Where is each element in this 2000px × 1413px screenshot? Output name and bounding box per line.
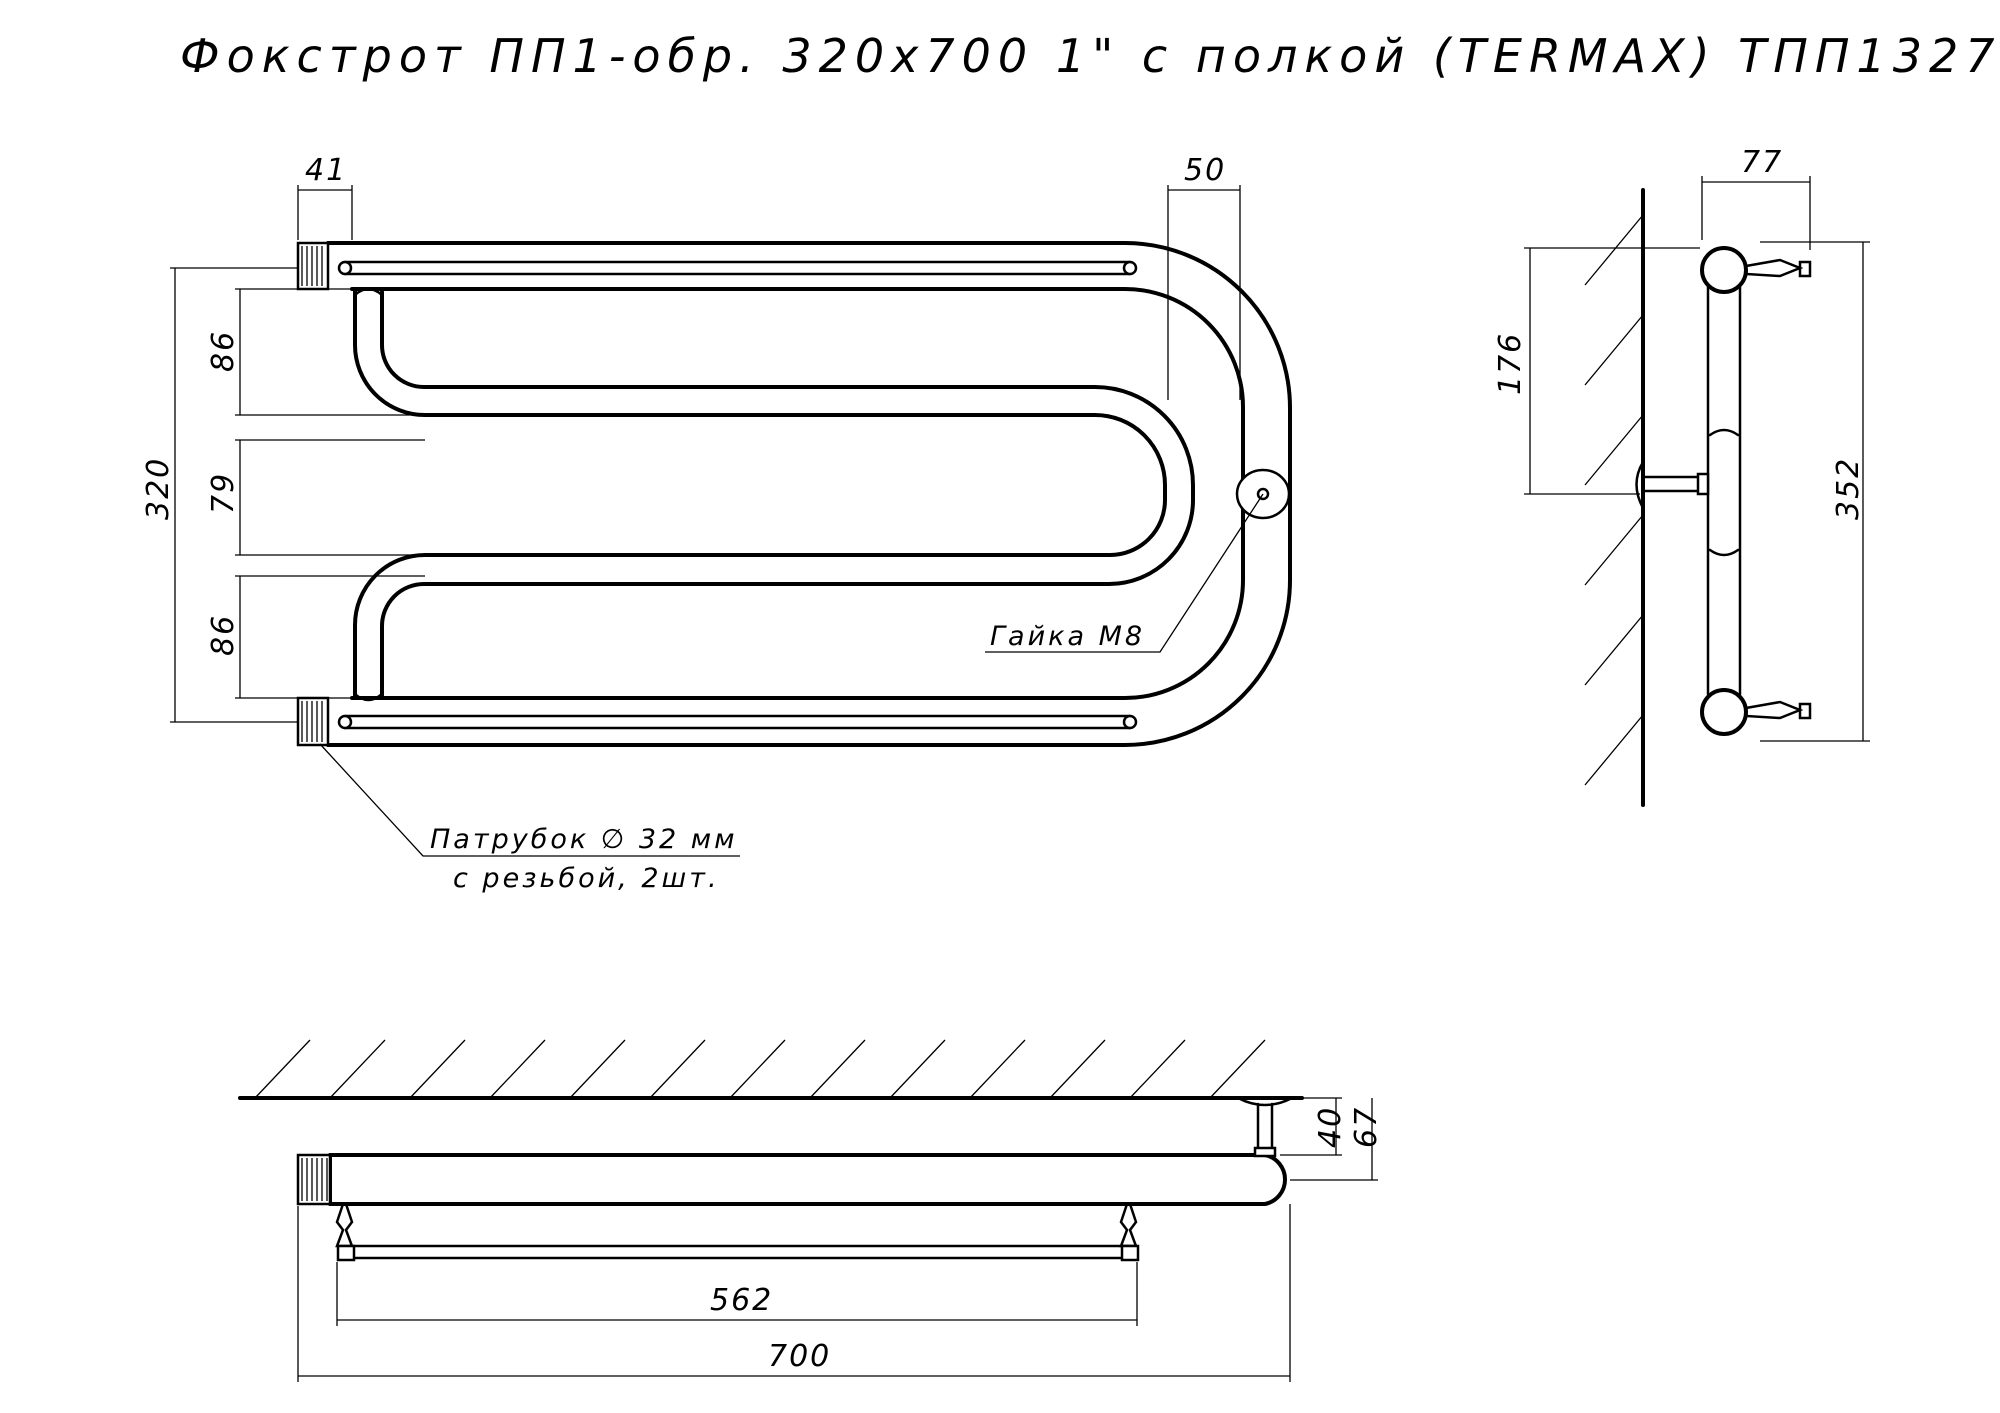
dim-50: 50 (1184, 153, 1226, 188)
pipe-label-line1: Патрубок ∅ 32 мм (430, 824, 738, 855)
dim-352: 352 (1831, 457, 1866, 520)
drawing-title: Фокстрот ПП1-обр. 320х700 1" с полкой (T… (180, 29, 2000, 83)
dim-40: 40 (1313, 1106, 1348, 1148)
front-view: Гайка М8 Патрубок ∅ 32 мм с резьбой, 2шт… (141, 153, 1292, 894)
dim-176-label: 176 (1493, 332, 1528, 395)
dim-41: 41 (305, 153, 347, 188)
dim-77: 77 (1741, 145, 1783, 180)
top-view: 40 67 562 700 (238, 1039, 1384, 1382)
dim-67: 67 (1349, 1106, 1384, 1148)
threaded-pipe-bottom (296, 696, 330, 747)
dim-79: 79 (206, 472, 241, 514)
dim-700: 700 (768, 1339, 831, 1374)
dim-86-lower: 86 (206, 614, 241, 656)
nut-label: Гайка М8 (990, 621, 1145, 652)
dim-86-upper: 86 (206, 330, 241, 372)
dim-320: 320 (141, 457, 176, 520)
dim-562: 562 (710, 1283, 773, 1318)
side-view: 77 352 176 352 (1493, 145, 1870, 807)
pipe-label-line2: с резьбой, 2шт. (453, 863, 720, 894)
threaded-pipe-top (296, 241, 330, 291)
